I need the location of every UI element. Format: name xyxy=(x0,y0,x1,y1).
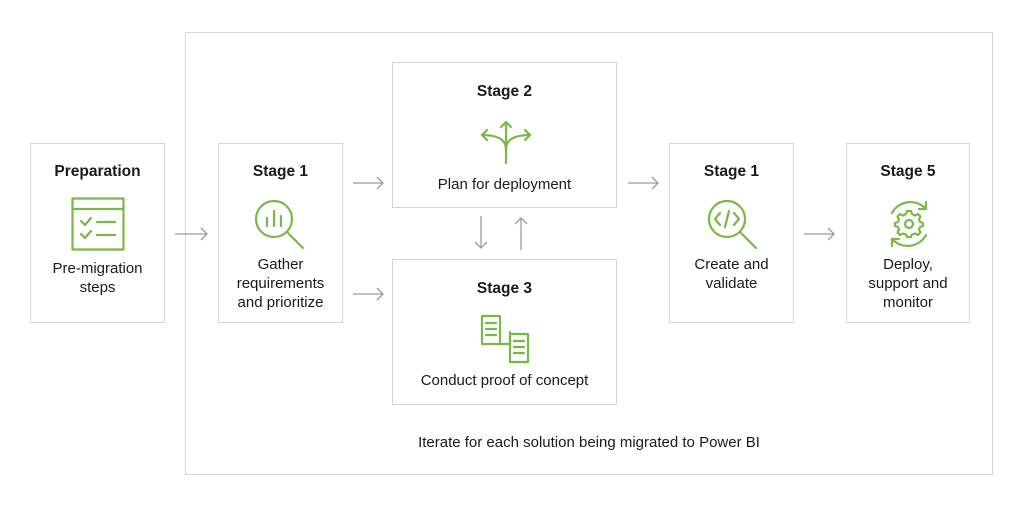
stage1-create-box: Stage 1 Create and validate xyxy=(669,143,794,323)
stage3-desc: Conduct proof of concept xyxy=(420,372,589,389)
documents-icon xyxy=(480,314,530,364)
stage2-desc: Plan for deployment xyxy=(437,176,572,193)
iteration-frame xyxy=(185,32,993,475)
stage5-desc: Deploy, support and monitor xyxy=(868,256,948,311)
stage1-create-desc: Create and validate xyxy=(694,256,769,292)
stage2-title: Stage 2 xyxy=(476,83,533,100)
stage5-title: Stage 5 xyxy=(880,163,936,180)
arrow-stage1-to-stage3 xyxy=(353,287,384,301)
stage2-box: Stage 2 Plan for deployment xyxy=(392,62,617,208)
arrow-stage1-to-stage2 xyxy=(353,176,384,190)
checklist-icon xyxy=(71,197,125,251)
stage5-box: Stage 5 Deploy, support and monitor xyxy=(846,143,970,323)
stage1-gather-title: Stage 1 xyxy=(252,163,309,180)
arrow-preparation-to-stage1 xyxy=(175,227,208,241)
gear-cycle-icon xyxy=(890,200,928,248)
arrow-stage1-create-to-stage5 xyxy=(804,227,835,241)
preparation-title: Preparation xyxy=(54,163,141,180)
preparation-box: Preparation Pre-migration steps xyxy=(30,143,165,323)
arrow-stage2-to-stage1-create xyxy=(628,176,659,190)
arrow-stage2-to-stage3 xyxy=(474,216,488,249)
stage1-create-title: Stage 1 xyxy=(703,163,760,180)
preparation-desc: Pre-migration steps xyxy=(52,260,143,296)
stage3-title: Stage 3 xyxy=(476,280,533,297)
iteration-caption: Iterate for each solution being migrated… xyxy=(418,434,760,451)
stage1-gather-box: Stage 1 Gather requirements and prioriti… xyxy=(218,143,343,323)
split-arrows-icon xyxy=(480,120,532,165)
magnifier-code-icon xyxy=(707,199,758,250)
stage1-gather-desc: Gather requirements and prioritize xyxy=(236,256,325,311)
arrow-stage3-to-stage2 xyxy=(514,217,528,250)
stage3-box: Stage 3 Conduct proof of concept xyxy=(392,259,617,405)
magnifier-chart-icon xyxy=(254,199,305,250)
